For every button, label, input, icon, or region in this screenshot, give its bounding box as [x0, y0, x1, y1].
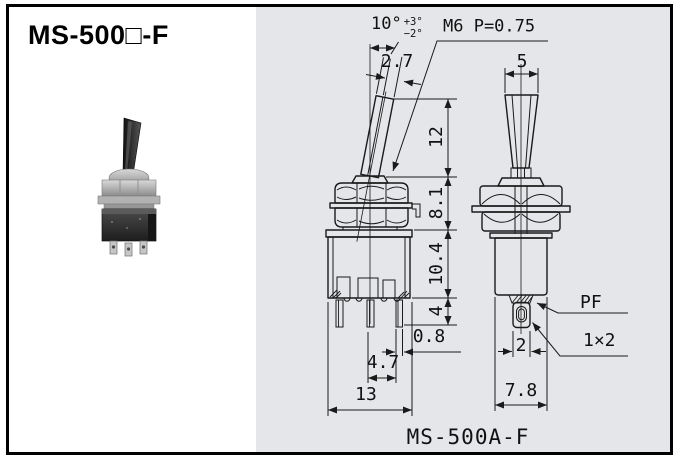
hole-size-label: 1×2 [583, 330, 616, 351]
dim-body-width-side: 13 [355, 384, 377, 405]
side-nut-top [334, 182, 409, 204]
front-view-drawing [471, 64, 628, 411]
photo-terminals [109, 240, 148, 257]
dim-lever-width: 5 [516, 51, 528, 72]
side-dimension-lines [327, 40, 548, 416]
dim-terminal-width: 2 [515, 335, 527, 356]
front-dimension-lines [494, 68, 628, 411]
dim-body-width-front: 7.8 [504, 380, 538, 401]
dim-lever-thickness: 2.7 [380, 51, 414, 72]
photo-lever [122, 117, 142, 176]
thread-spec-label: M6 P=0.75 [443, 16, 536, 37]
side-body [327, 236, 411, 302]
front-terminal [512, 301, 531, 329]
page-title: MS-500□-F [28, 20, 169, 50]
dim-terminal-thickness: 0.8 [412, 326, 446, 347]
page-border [6, 4, 673, 455]
model-label: MS-500A-F [406, 425, 530, 449]
product-photo [97, 117, 161, 257]
front-seal-hatch [508, 294, 534, 304]
photo-bushing-nut [97, 168, 161, 210]
photo-body [101, 208, 157, 242]
angle-tolerance: +3° −2° [404, 16, 423, 40]
side-terminals [335, 299, 403, 328]
front-body [494, 237, 548, 296]
side-nut-bottom [334, 207, 409, 228]
lever-angle-dimension: 10° +3° −2° [371, 14, 423, 41]
side-view-drawing [325, 40, 548, 416]
side-neck [342, 226, 398, 230]
drawing-panel [256, 7, 670, 453]
angle-base: 10° [371, 14, 402, 34]
angle-minus-tolerance: −2° [403, 28, 423, 41]
seal-label: PF [580, 292, 602, 313]
angle-plus-tolerance: +3° [403, 16, 423, 28]
dim-terminal-pitch: 4.7 [366, 352, 400, 373]
